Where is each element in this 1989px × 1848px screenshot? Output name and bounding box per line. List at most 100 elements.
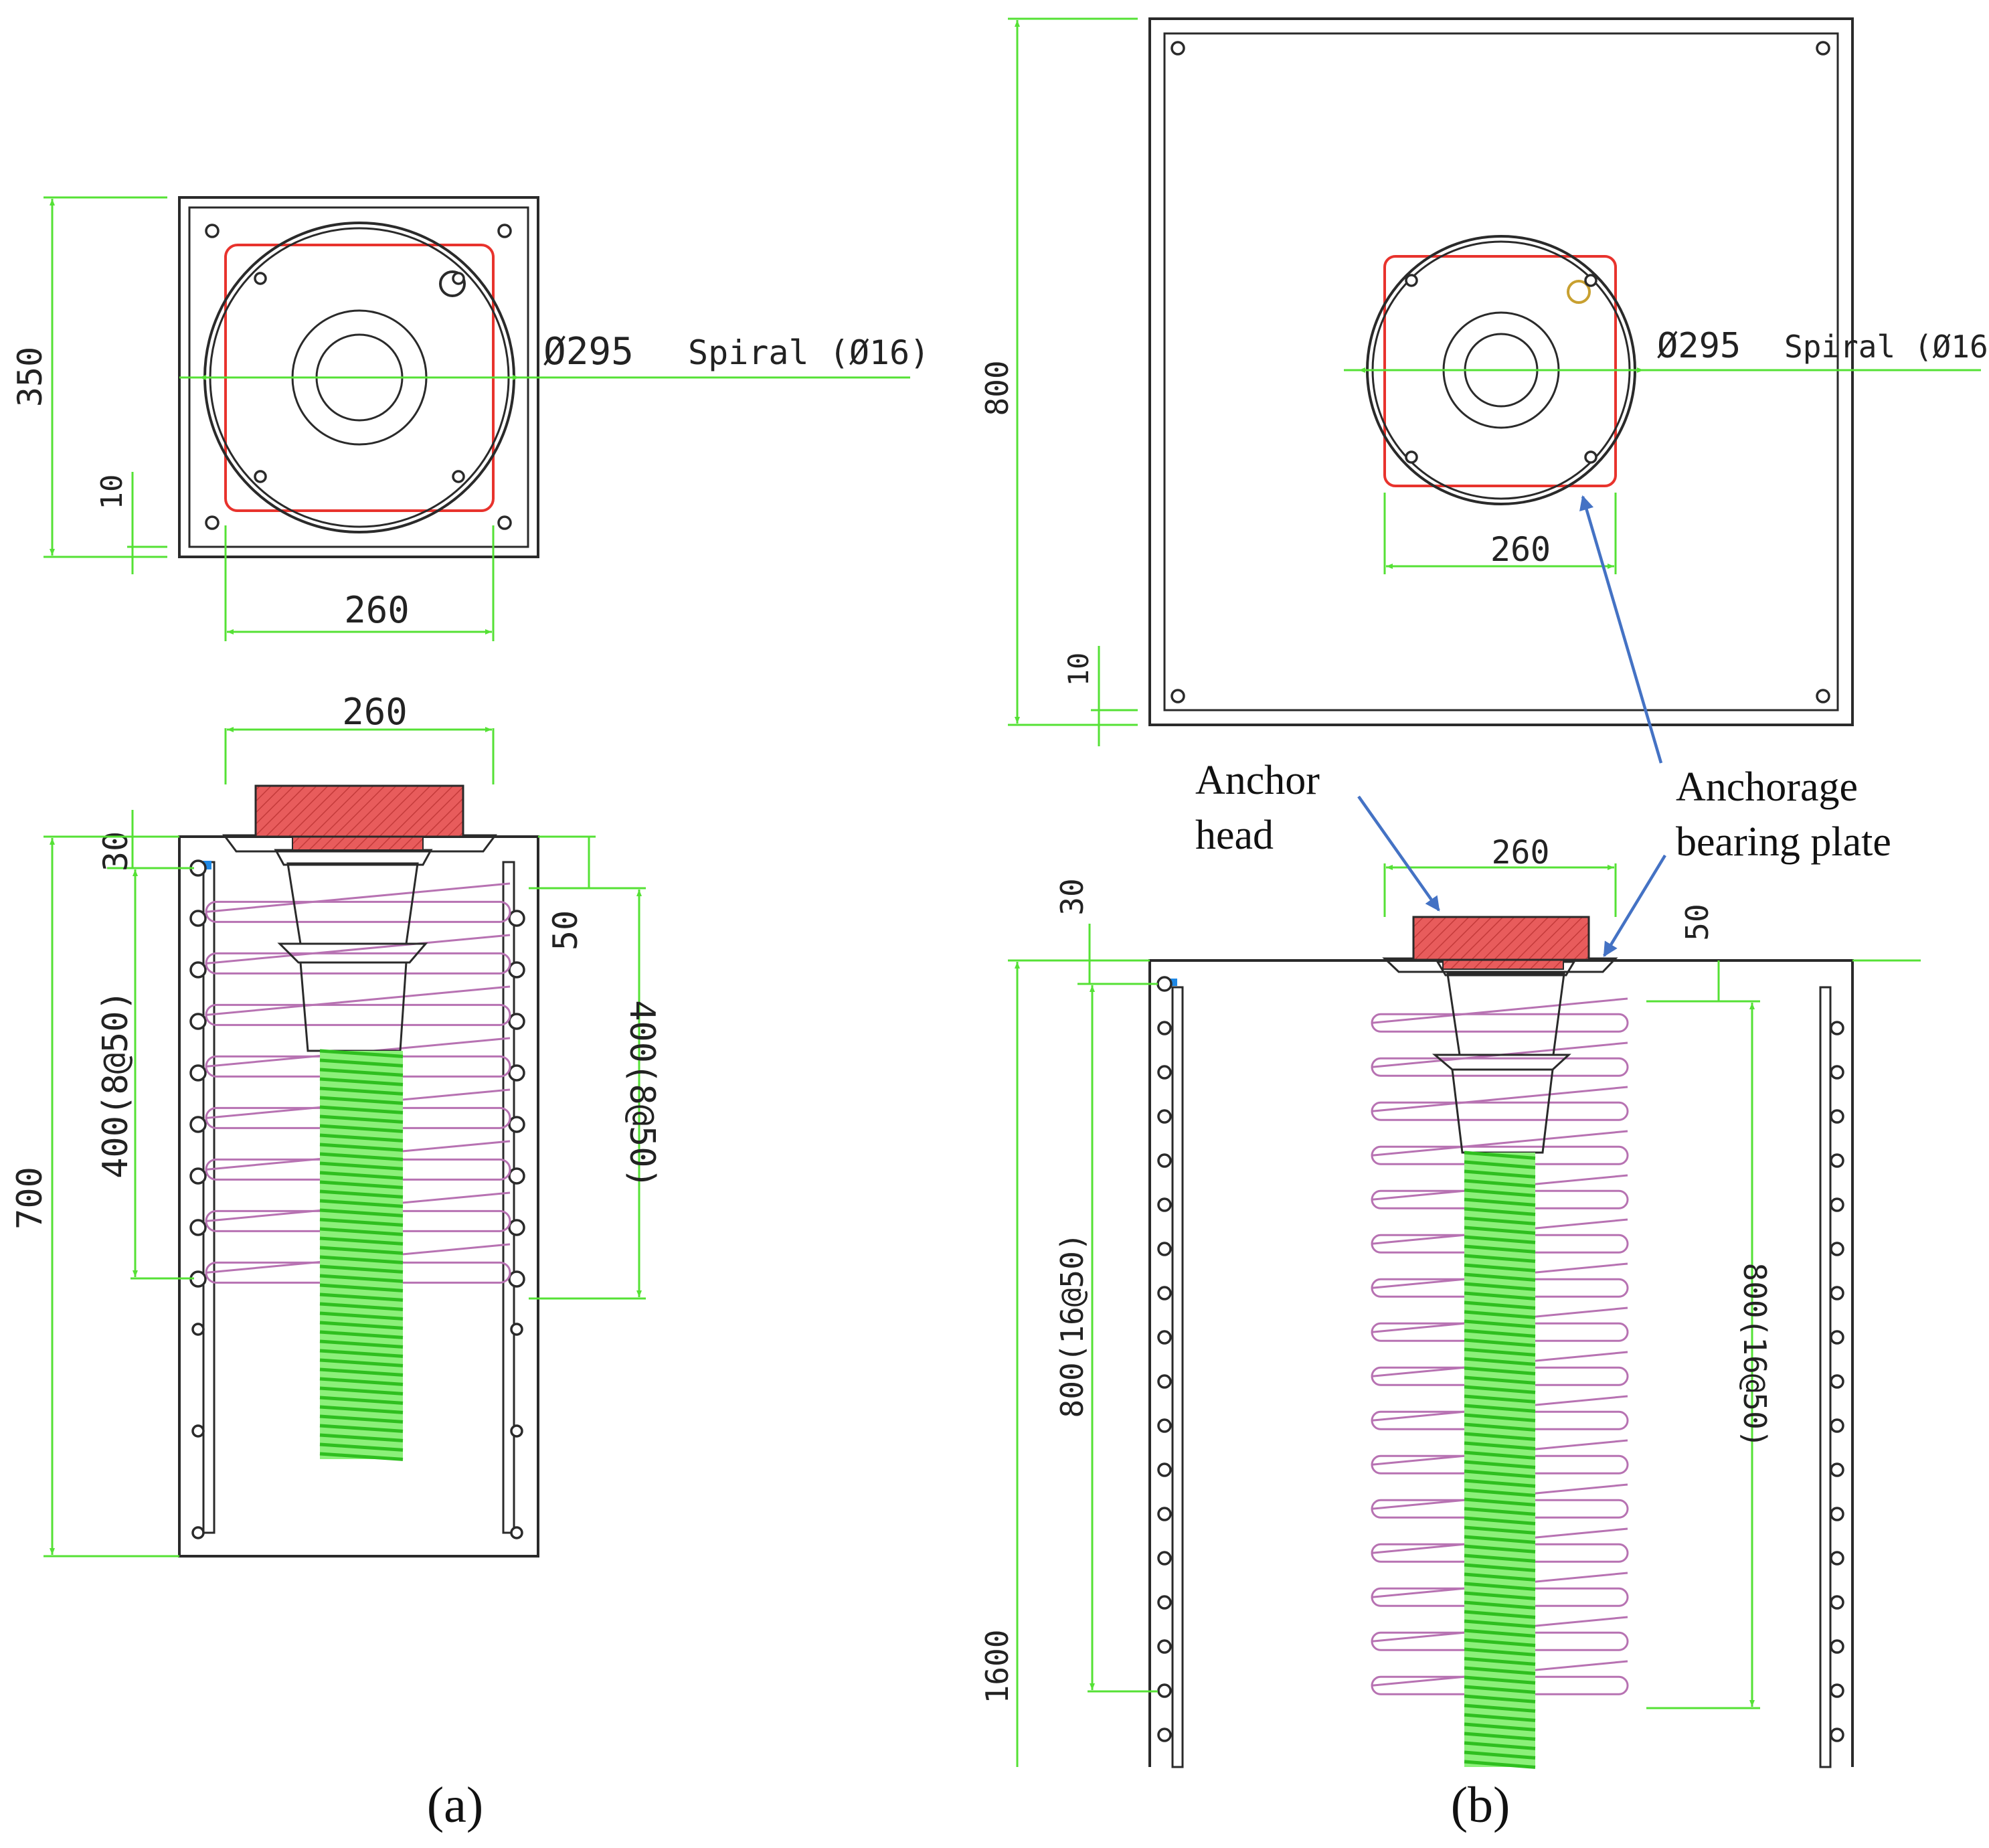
rebar-hole	[1157, 1639, 1172, 1654]
rebar-hole	[1157, 1153, 1172, 1168]
anchorage-device-b	[1382, 916, 1618, 1154]
elev-a-spiral-offset-dim: 50	[546, 910, 585, 950]
rebar-hole	[1157, 1197, 1172, 1212]
panel-a-plan-view: 350 10 260 Ø295 Spiral (Ø16)	[11, 196, 930, 641]
callout-bearing-plate-line2: bearing plate	[1676, 819, 1891, 865]
rebar-hole	[1157, 1462, 1172, 1477]
rebar-hole	[1830, 1728, 1844, 1742]
rebar-hole	[1157, 1728, 1172, 1742]
rebar-hole	[1157, 1330, 1172, 1345]
rebar-hole	[1157, 1065, 1172, 1080]
callout-bearing-plate-line1: Anchorage	[1676, 764, 1858, 810]
panel-b-label: (b)	[1451, 1777, 1510, 1833]
spiral-end-circle	[439, 270, 466, 297]
rebar-hole	[1830, 1683, 1844, 1698]
elev-a-height-dim: 700	[10, 1167, 50, 1230]
callouts: Anchor head Anchorage bearing plate	[1195, 495, 1891, 957]
rebar-hole	[1157, 1021, 1172, 1035]
rebar-hole	[189, 1013, 207, 1030]
rebar-hole	[191, 1323, 205, 1336]
strand-wires	[319, 1049, 404, 1461]
rebar-hole	[191, 1526, 205, 1539]
rebar-hole	[510, 1424, 523, 1438]
strand-wires	[1464, 1151, 1536, 1769]
elev-b-left-rebar-dim: 800(16@50)	[1054, 1233, 1090, 1418]
anchor-head-b	[1412, 916, 1590, 961]
panel-b-plan-view: 800 10 260 Ø295 Spiral (Ø16)	[979, 17, 1989, 746]
elev-a-plate-dim: 260	[342, 691, 408, 733]
plan-a-cover-dim: 10	[95, 475, 129, 510]
elev-b-spiral-offset-dim: 50	[1679, 904, 1715, 940]
rebar-hole	[1157, 1595, 1172, 1610]
rebar-hole	[1830, 1197, 1844, 1212]
elev-b-top-dim: 30	[1054, 878, 1090, 915]
plan-b-height-dim: 800	[979, 360, 1015, 416]
rebar-hole	[1157, 1374, 1172, 1389]
rebar-hole	[189, 1116, 207, 1133]
rebar-hole	[1157, 1507, 1172, 1521]
anchor-head	[254, 784, 464, 838]
plan-a-height-dim: 350	[11, 347, 50, 407]
panel-a-label: (a)	[427, 1777, 483, 1833]
rebar-hole	[508, 1219, 525, 1236]
rebar-hole	[1157, 1418, 1172, 1433]
panel-b-elevation: 260 30 1600 800(16@50) 50 800(16@50)	[979, 834, 1921, 1769]
rebar-hole	[1830, 1153, 1844, 1168]
rebar-hole	[1157, 1551, 1172, 1566]
plan-b-plate-dim: 260	[1490, 530, 1551, 569]
elev-a-left-rebar-dim: 400(8@50)	[96, 990, 136, 1179]
spiral-end-circle-b	[1567, 280, 1591, 304]
rebar-hole	[508, 1116, 525, 1133]
rebar-hole	[189, 1064, 207, 1082]
rebar-hole	[508, 1013, 525, 1030]
side-rebars-b	[1157, 1021, 1844, 1742]
leader-bearing-plate-elev	[1603, 854, 1666, 957]
rebar-hole	[508, 961, 525, 979]
rebar-hole	[510, 1323, 523, 1336]
plan-a-plate-dim: 260	[344, 589, 410, 631]
rebar-hole	[1830, 1595, 1844, 1610]
rebar-hole	[1830, 1286, 1844, 1300]
anchorage-device	[222, 784, 497, 1052]
rebar-hole	[1830, 1639, 1844, 1654]
rebar-hole	[1830, 1330, 1844, 1345]
rebar-hole	[1157, 1286, 1172, 1300]
rebar-hole	[191, 1424, 205, 1438]
leader-bearing-plate-plan	[1579, 495, 1663, 764]
rebar-hole	[1830, 1551, 1844, 1566]
panel-a-elevation: 260 30 700 400(8@50) 50 400(8@50)	[10, 691, 662, 1558]
rebar-hole	[1830, 1462, 1844, 1477]
rebar-hole	[1830, 1109, 1844, 1124]
strand	[319, 1049, 404, 1461]
spiral-turn	[1371, 1057, 1629, 1077]
side-rebars	[189, 910, 525, 1539]
plan-a-spiral-dia: Ø295	[543, 330, 634, 373]
bearing-plate-red-strip	[292, 836, 424, 851]
rebar-hole	[508, 1270, 525, 1288]
rebar-hole	[189, 961, 207, 979]
rebar-hole	[189, 910, 207, 927]
plan-b-spiral-bar: Spiral (Ø16)	[1784, 329, 1989, 365]
strand-body	[1464, 1153, 1535, 1767]
plan-b-spiral-dia: Ø295	[1657, 326, 1741, 366]
elev-b-plate-dim: 260	[1492, 834, 1550, 871]
elev-a-right-rebar-dim: 400(8@50)	[622, 1000, 662, 1189]
rebar-hole	[1830, 1065, 1844, 1080]
tendon-marker-b	[1170, 979, 1177, 986]
elev-b-right-rebar-dim: 800(16@50)	[1737, 1263, 1773, 1448]
rebar-hole	[508, 1064, 525, 1082]
rebar-hole	[1830, 1374, 1844, 1389]
elev-a-top-dim: 30	[96, 831, 135, 871]
spiral-turn	[205, 900, 511, 923]
elev-b-height-dim: 1600	[979, 1630, 1015, 1704]
spiral-turn	[205, 1003, 511, 1026]
rebar-hole	[510, 1526, 523, 1539]
strand-b	[1464, 1151, 1536, 1769]
callout-anchor-head-line1: Anchor	[1195, 758, 1320, 803]
rebar-hole	[508, 1167, 525, 1185]
rebar-hole	[1830, 1418, 1844, 1433]
rebar-hole	[508, 910, 525, 927]
plan-a-spiral-bar: Spiral (Ø16)	[688, 333, 930, 372]
rebar-hole	[189, 1219, 207, 1236]
